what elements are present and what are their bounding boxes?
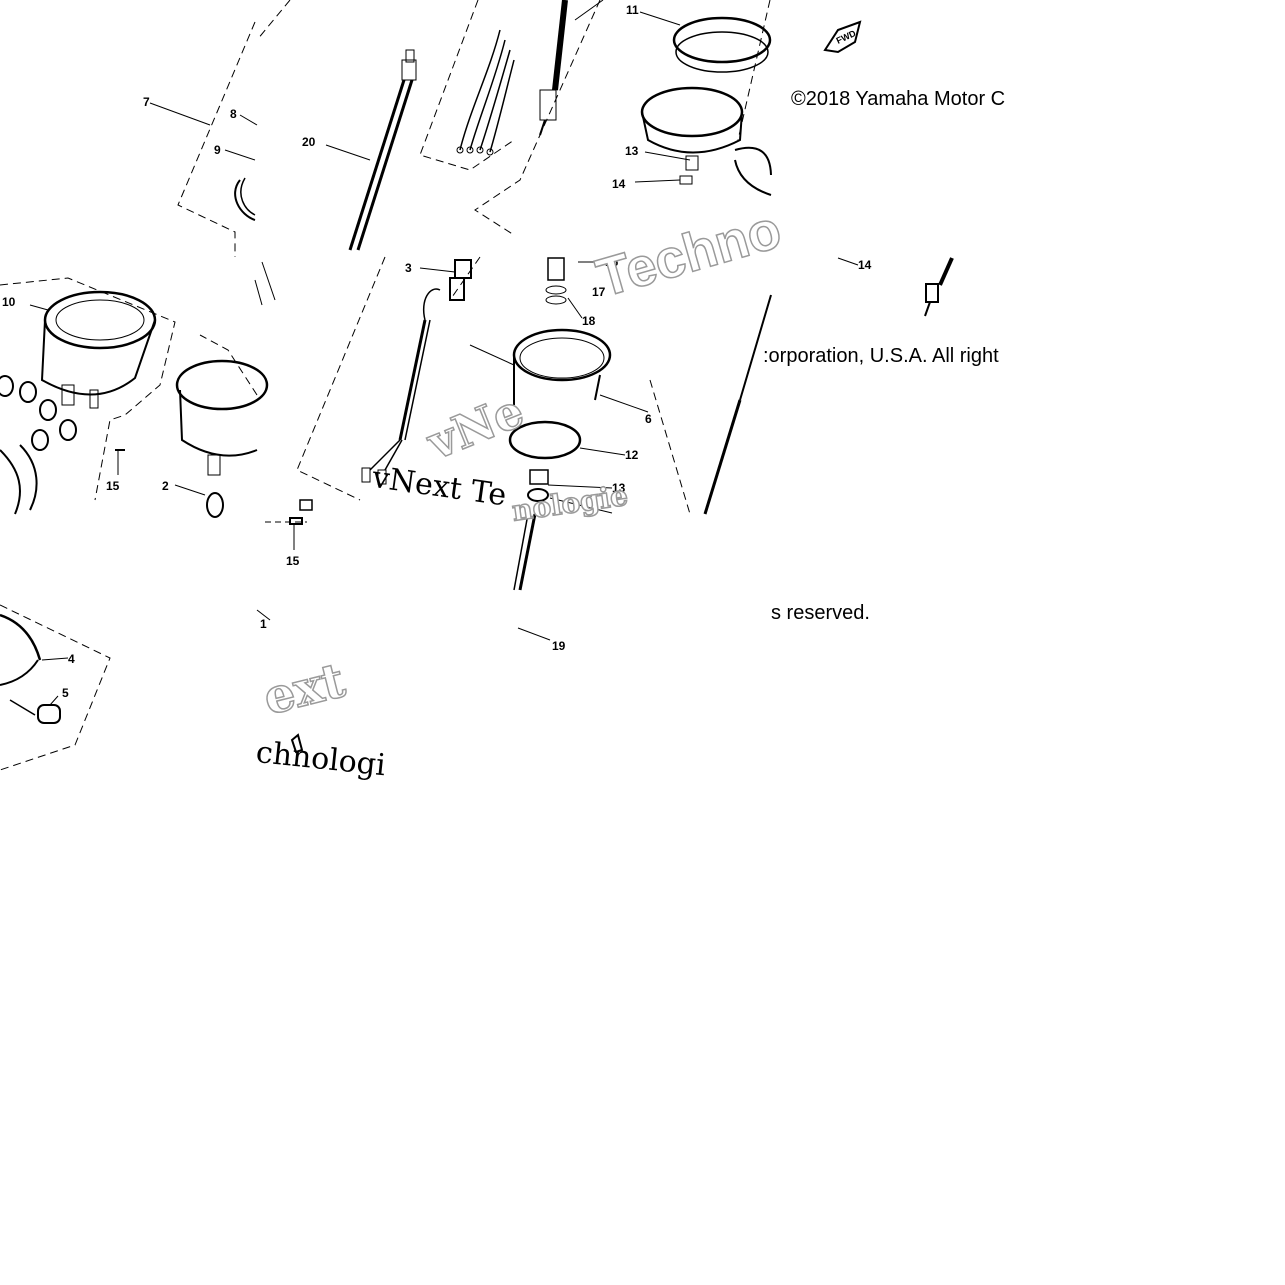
svg-text:4: 4 — [68, 652, 75, 666]
svg-text:2: 2 — [162, 479, 169, 493]
copyright-line-3: s reserved. — [771, 602, 870, 624]
svg-text:18: 18 — [582, 314, 596, 328]
svg-text:16: 16 — [605, 255, 619, 269]
svg-text:3: 3 — [405, 261, 412, 275]
tile-f — [508, 257, 772, 515]
svg-text:14: 14 — [612, 177, 626, 191]
svg-text:11: 11 — [626, 3, 639, 17]
svg-text:9: 9 — [214, 143, 221, 157]
svg-text:7: 7 — [143, 95, 150, 109]
svg-text:1: 1 — [260, 617, 267, 631]
svg-text:13: 13 — [625, 144, 639, 158]
tile-h — [0, 604, 111, 771]
callout-labels: 7 8 9 20 11 13 14 10 15 2 3 16 18 6 12 1… — [2, 3, 872, 700]
tile-b — [256, 0, 515, 251]
svg-text:8: 8 — [230, 107, 237, 121]
tile-e — [254, 256, 515, 501]
tile-i — [256, 499, 313, 754]
svg-text:6: 6 — [645, 412, 652, 426]
svg-text:15: 15 — [286, 554, 300, 568]
svg-text:17: 17 — [592, 285, 606, 299]
tile-a — [149, 21, 258, 257]
tile-c — [474, 0, 772, 236]
svg-text:15: 15 — [106, 479, 120, 493]
svg-text:19: 19 — [552, 639, 566, 653]
tile-d — [0, 277, 269, 518]
tile-g — [837, 257, 954, 317]
tile-j — [513, 513, 551, 641]
svg-text:10: 10 — [2, 295, 16, 309]
copyright-line-1: ©2018 Yamaha Motor C — [791, 88, 1006, 110]
svg-text:12: 12 — [625, 448, 639, 462]
copyright-line-2: :orporation, U.S.A. All right — [763, 345, 999, 367]
svg-text:14: 14 — [858, 258, 872, 272]
svg-text:5: 5 — [62, 686, 69, 700]
svg-text:20: 20 — [302, 135, 316, 149]
fwd-arrow-icon: FWD — [823, 20, 862, 54]
svg-text:13: 13 — [612, 481, 626, 495]
